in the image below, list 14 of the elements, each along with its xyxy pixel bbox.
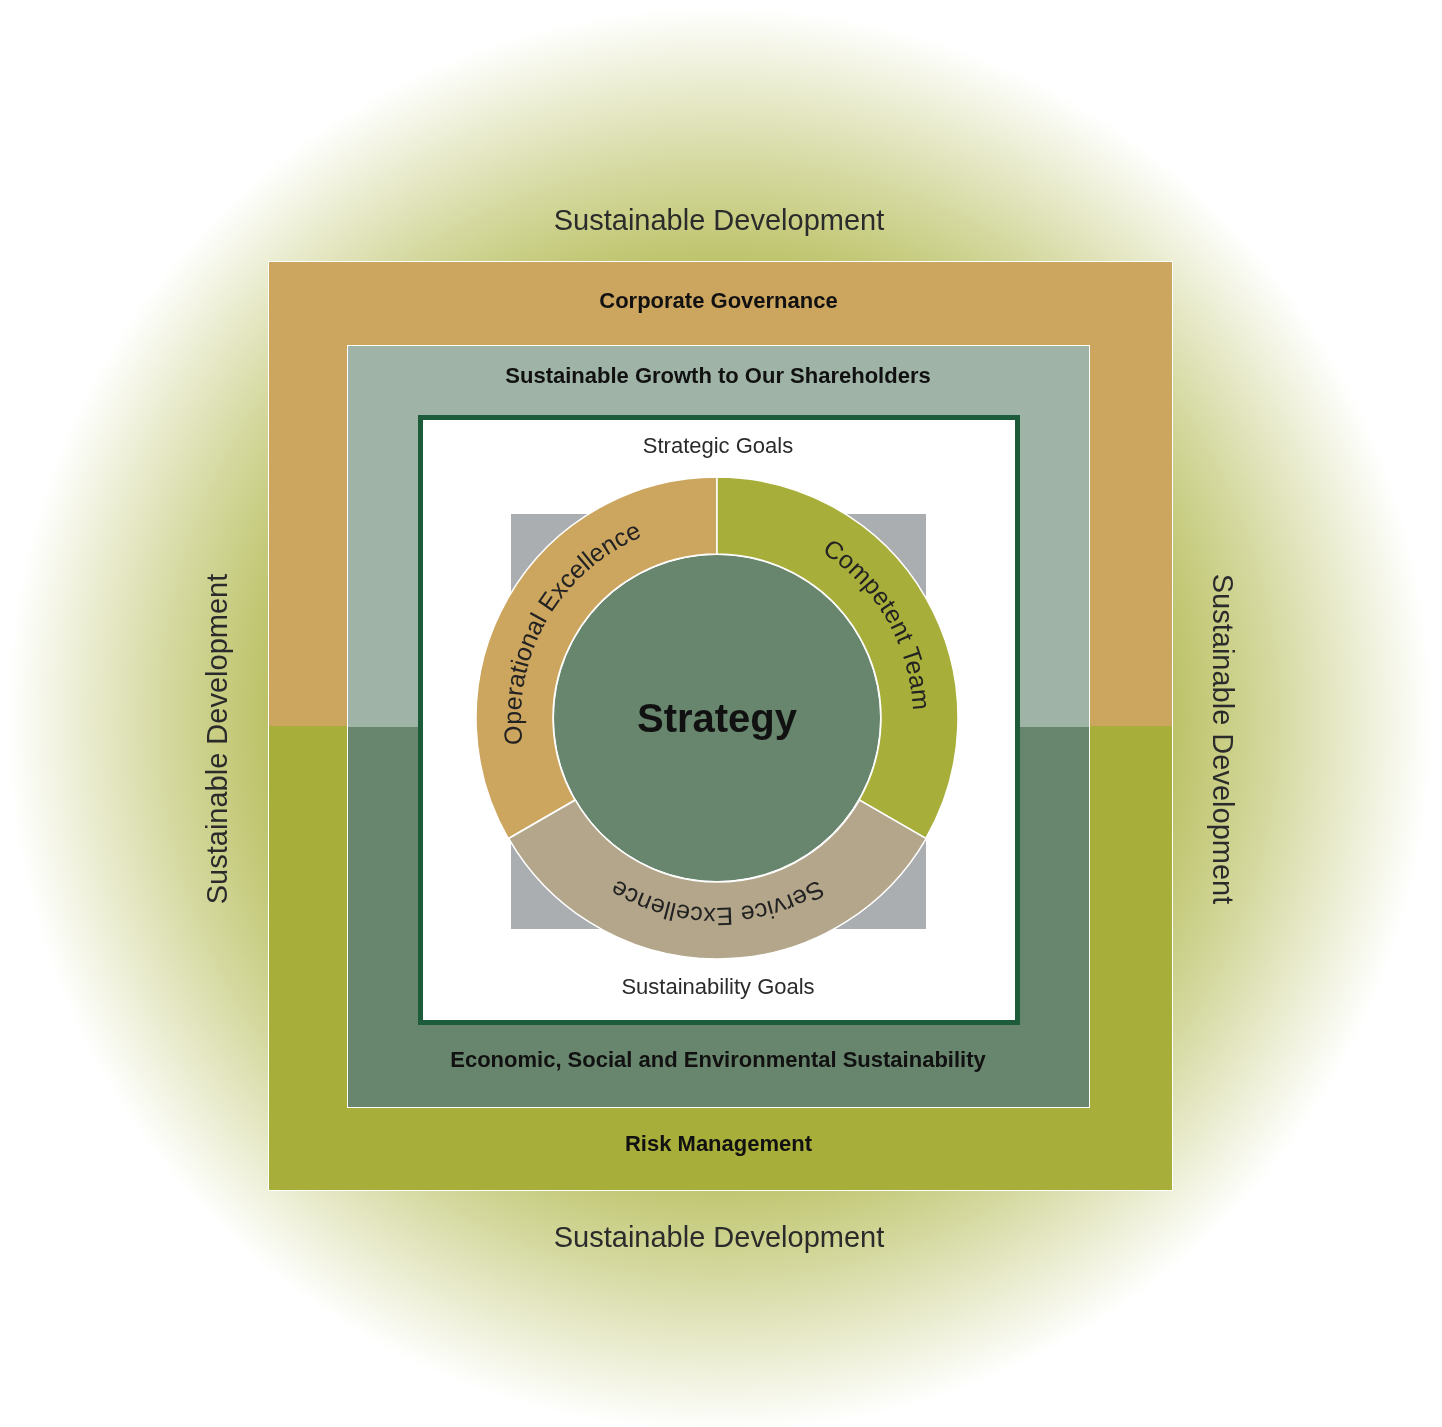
goal-label: Strategic Goals — [642, 435, 794, 457]
ring-label: Sustainable Development — [553, 205, 885, 235]
middle-square — [346, 344, 1090, 1108]
ring-label: Sustainable Development — [202, 573, 232, 905]
outer-square — [268, 261, 1173, 1191]
ring-label: Sustainable Development — [553, 1222, 885, 1252]
core-label: Strategy — [636, 698, 798, 738]
band-heading: Risk Management — [624, 1132, 813, 1155]
band-heading: Corporate Governance — [599, 289, 838, 312]
goal-label: Sustainability Goals — [621, 976, 815, 998]
ring-label: Sustainable Development — [1207, 573, 1237, 905]
goals-frame — [418, 415, 1020, 1025]
band-heading: Economic, Social and Environmental Sustainability — [450, 1049, 986, 1071]
band-heading: Sustainable Growth to Our Shareholders — [505, 365, 931, 387]
